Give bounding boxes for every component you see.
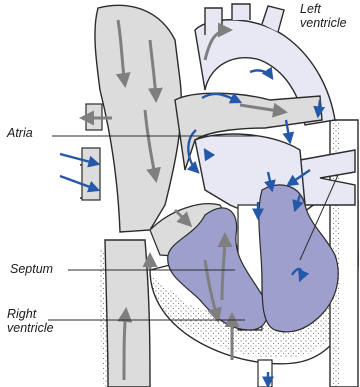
label-septum: Septum xyxy=(10,262,53,276)
label-left-ventricle: Left ventricle xyxy=(300,2,347,30)
label-atria: Atria xyxy=(7,126,33,140)
inferior-vena-cava xyxy=(105,240,150,387)
label-right-ventricle: Right ventricle xyxy=(7,307,54,335)
bottom-valve xyxy=(258,360,272,387)
